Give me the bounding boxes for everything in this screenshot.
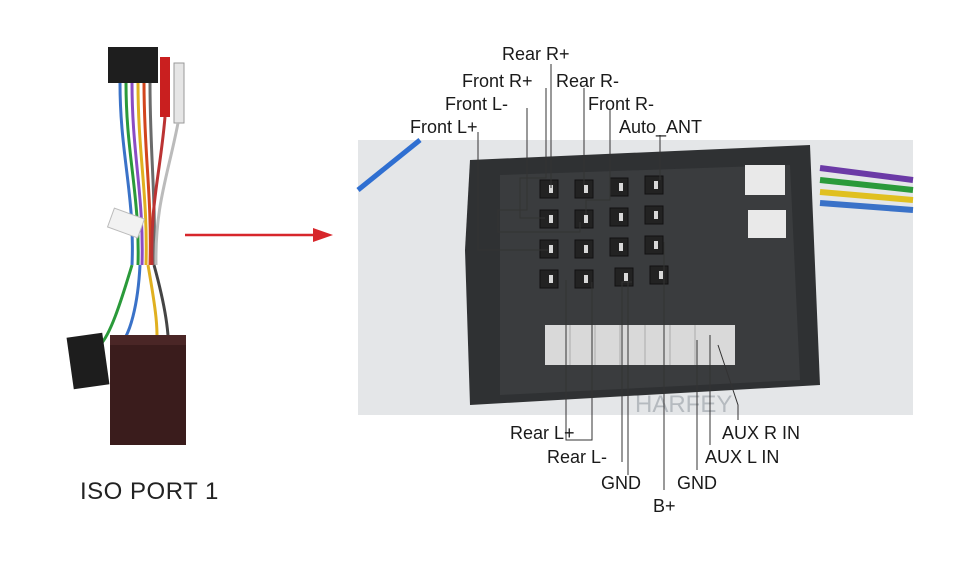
arrow-right-icon bbox=[185, 228, 333, 242]
watermark: HARFEY bbox=[635, 391, 732, 418]
aux-pin-block bbox=[545, 325, 735, 365]
label-rear-r-plus: Rear R+ bbox=[502, 44, 570, 64]
label-b-plus: B+ bbox=[653, 496, 676, 516]
harness-tag bbox=[106, 207, 146, 239]
harness-top-connector bbox=[108, 47, 158, 83]
harness-small-connector bbox=[66, 332, 110, 390]
label-aux-r-in: AUX R IN bbox=[722, 423, 801, 443]
harness-decoder-box bbox=[110, 335, 186, 445]
label-gnd-2: GND bbox=[677, 473, 717, 493]
label-front-r-minus: Front R- bbox=[588, 94, 655, 114]
label-front-r-plus: Front R+ bbox=[462, 71, 533, 91]
wire-harness-image bbox=[66, 47, 186, 445]
latch-slot-top bbox=[745, 165, 785, 195]
label-rear-l-plus: Rear L+ bbox=[510, 423, 575, 443]
label-rear-l-minus: Rear L- bbox=[547, 447, 608, 467]
latch-slot-bottom bbox=[748, 210, 786, 238]
image-caption: ISO PORT 1 bbox=[80, 478, 219, 505]
label-aux-l-in: AUX L IN bbox=[705, 447, 780, 467]
label-front-l-plus: Front L+ bbox=[410, 117, 478, 137]
label-gnd-1: GND bbox=[601, 473, 641, 493]
rca-plug-white bbox=[173, 62, 185, 124]
rca-plug-red bbox=[160, 57, 170, 117]
label-auto-ant: Auto_ANT bbox=[619, 117, 703, 137]
label-front-l-minus: Front L- bbox=[445, 94, 509, 114]
label-rear-r-minus: Rear R- bbox=[556, 71, 620, 91]
